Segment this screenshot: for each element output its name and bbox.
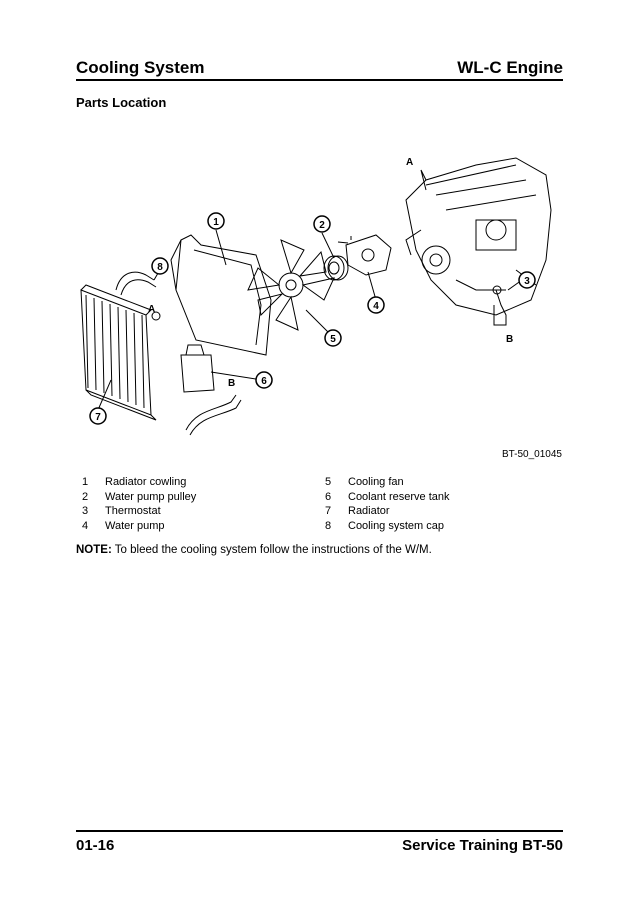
callout-5-label: 5 xyxy=(330,334,336,345)
legend-number: 2 xyxy=(82,490,89,503)
coolant-reserve-tank-drawing xyxy=(180,344,215,393)
water-pump-pulley-drawing xyxy=(323,255,349,281)
legend-number: 5 xyxy=(325,476,332,488)
connection-letter-a-engine: A xyxy=(406,157,413,168)
cooling-fan-drawing xyxy=(247,239,335,331)
legend-label: Radiator cowling xyxy=(105,476,187,488)
page-header: Cooling System WL-C Engine xyxy=(76,54,563,81)
chapter-title: Cooling System xyxy=(76,58,205,77)
page-number: 01-16 xyxy=(76,837,115,854)
connection-letter-b-hose: B xyxy=(228,378,235,389)
callout-2-label: 2 xyxy=(319,220,325,231)
callout-5: 5 xyxy=(324,329,342,347)
figure-reference: BT-50_01045 xyxy=(501,449,562,460)
legend-label: Water pump pulley xyxy=(105,490,197,503)
legend-number: 7 xyxy=(325,505,332,517)
legend-label: Cooling system cap xyxy=(348,519,444,532)
legend-item: 6 Coolant reserve tank xyxy=(325,490,505,505)
legend-item: 1 Radiator cowling xyxy=(82,475,325,490)
legend-label: Cooling fan xyxy=(348,476,404,488)
callout-8: 8 xyxy=(151,257,169,275)
callout-1-label: 1 xyxy=(213,217,219,228)
legend-number: 3 xyxy=(82,505,89,517)
note: NOTE: To bleed the cooling system follow… xyxy=(76,544,432,556)
exploded-view-drawing: 1 2 3 4 5 6 7 8 A A xyxy=(80,157,552,436)
legend-number: 1 xyxy=(82,476,89,488)
legend-item: 7 Radiator xyxy=(325,504,505,519)
callout-3: 3 xyxy=(518,271,536,289)
legend-item: 4 Water pump xyxy=(82,519,325,534)
callout-8-label: 8 xyxy=(157,262,163,273)
connection-letter-b-engine: B xyxy=(506,334,513,345)
publication-title: Service Training BT-50 xyxy=(402,837,563,854)
water-pump-drawing xyxy=(337,234,392,276)
note-label: NOTE: xyxy=(76,544,112,556)
lower-hose-drawing xyxy=(185,394,242,436)
callout-2: 2 xyxy=(313,215,331,233)
legend-item: 2 Water pump pulley xyxy=(82,490,325,505)
legend-label: Water pump xyxy=(105,519,165,532)
legend-item: 5 Cooling fan xyxy=(325,475,505,490)
radiator-cowling-drawing xyxy=(170,234,272,356)
note-text: To bleed the cooling system follow the i… xyxy=(114,544,432,556)
engine-block-drawing xyxy=(405,157,552,326)
legend-item: 8 Cooling system cap xyxy=(325,519,505,534)
upper-hose-drawing xyxy=(115,271,161,321)
callout-7: 7 xyxy=(89,407,107,425)
callout-7-label: 7 xyxy=(95,412,101,423)
radiator-drawing xyxy=(80,284,157,421)
callout-4-label: 4 xyxy=(373,301,379,312)
engine-title: WL-C Engine xyxy=(457,58,563,77)
legend-number: 6 xyxy=(325,490,332,503)
legend-number: 4 xyxy=(82,519,89,532)
legend-label: Radiator xyxy=(348,505,390,517)
callout-6-label: 6 xyxy=(261,376,267,387)
legend-number: 8 xyxy=(325,519,332,532)
parts-diagram: 1 2 3 4 5 6 7 8 A A xyxy=(76,140,563,440)
callout-6: 6 xyxy=(255,371,273,389)
section-title: Parts Location xyxy=(76,95,167,110)
page-footer: 01-16 Service Training BT-50 xyxy=(76,830,563,854)
legend-label: Coolant reserve tank xyxy=(348,490,450,503)
callout-3-label: 3 xyxy=(524,276,530,287)
legend-label: Thermostat xyxy=(105,505,161,517)
connection-letter-a-radiator: A xyxy=(148,304,155,315)
legend-item: 3 Thermostat xyxy=(82,504,325,519)
parts-legend: 1 Radiator cowling 5 Cooling fan 2 Water… xyxy=(82,475,502,533)
callout-4: 4 xyxy=(367,296,385,314)
callout-1: 1 xyxy=(207,212,225,230)
